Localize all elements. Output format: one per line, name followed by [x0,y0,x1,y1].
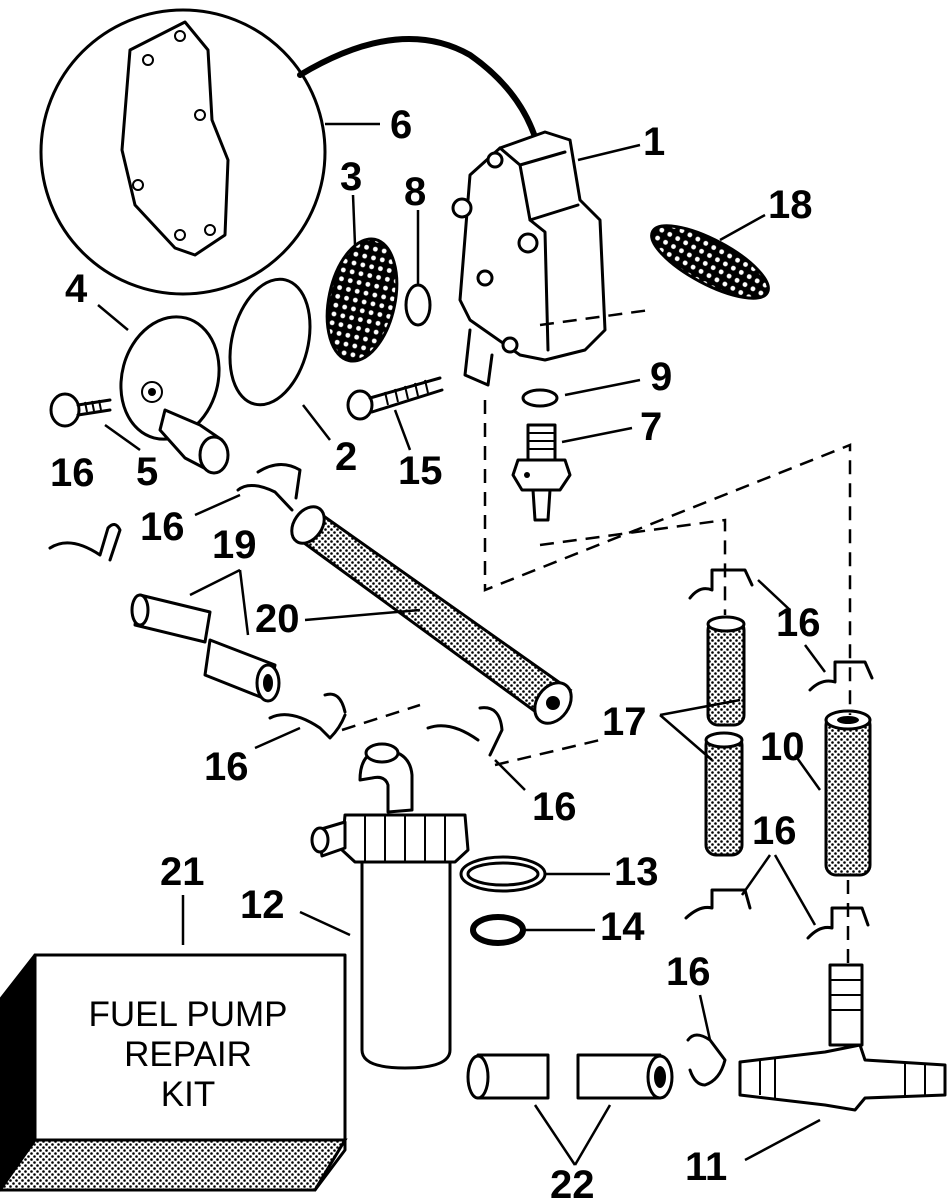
filter-element [824,709,872,877]
clip [688,568,754,600]
callout-8: 8 [404,170,426,214]
clip [268,692,347,740]
filter-canister [310,742,470,1070]
callout-13: 13 [614,850,659,894]
callout-16: 16 [776,601,821,645]
callout-17: 17 [602,700,647,744]
callout-6: 6 [390,103,412,147]
callout-10: 10 [760,725,805,769]
kit-label-line1: FUEL PUMP [88,995,287,1034]
callout-22: 22 [550,1163,595,1200]
leader-lines [97,122,827,1166]
clip [684,888,752,920]
screen [325,237,399,363]
callout-3: 3 [340,155,362,199]
t-fitting [738,963,947,1112]
hose-short [203,638,281,703]
fuel-filter [704,731,744,857]
fitting [511,423,572,522]
callout-2: 2 [335,435,357,479]
filter-screen [650,224,770,300]
fuel-hose-long [290,505,573,725]
clip [48,523,122,562]
diaphragm-gasket [228,277,312,407]
callout-16: 16 [666,950,711,994]
clip [236,463,302,512]
pump-cover [119,315,230,475]
fuel-filter [706,615,746,727]
callout-20: 20 [255,597,300,641]
callout-9: 9 [650,355,672,399]
pump-screw [346,376,444,421]
repair-kit-box: FUEL PUMP REPAIR KIT [0,953,348,1192]
routing-lines [341,308,852,965]
callout-18: 18 [768,183,813,227]
clip [808,660,874,692]
callout-16: 16 [140,505,185,549]
callout-11: 11 [685,1145,727,1189]
callout-1: 1 [643,120,665,164]
callout-21: 21 [160,850,205,894]
callout-16: 16 [752,809,797,853]
callout-16: 16 [204,745,249,789]
hose-short [576,1053,674,1100]
callout-14: 14 [600,905,645,949]
callout-16: 16 [50,451,95,495]
hose-short [466,1053,550,1100]
callout-5: 5 [136,450,158,494]
callout-4: 4 [65,267,88,311]
callout-12: 12 [240,883,285,927]
o-ring [404,283,432,327]
washer [521,388,559,408]
hose-short [130,593,212,644]
callout-16: 16 [532,785,577,829]
kit-label-line3: KIT [161,1075,215,1114]
callout-numbers: 1 2 3 4 5 6 7 8 9 10 11 12 13 14 15 16 1… [50,103,821,1200]
canister-seal [470,914,526,946]
clip [686,1033,727,1087]
kit-label-line2: REPAIR [124,1035,252,1074]
fuel-pump-body [451,130,607,387]
canister-gasket-inner [466,861,540,887]
callout-7: 7 [640,405,662,449]
callout-19: 19 [212,523,257,567]
clip [806,906,870,940]
callout-15: 15 [398,449,443,493]
clip [426,706,504,757]
gasket-detail [39,8,539,296]
cover-screw [49,392,112,428]
